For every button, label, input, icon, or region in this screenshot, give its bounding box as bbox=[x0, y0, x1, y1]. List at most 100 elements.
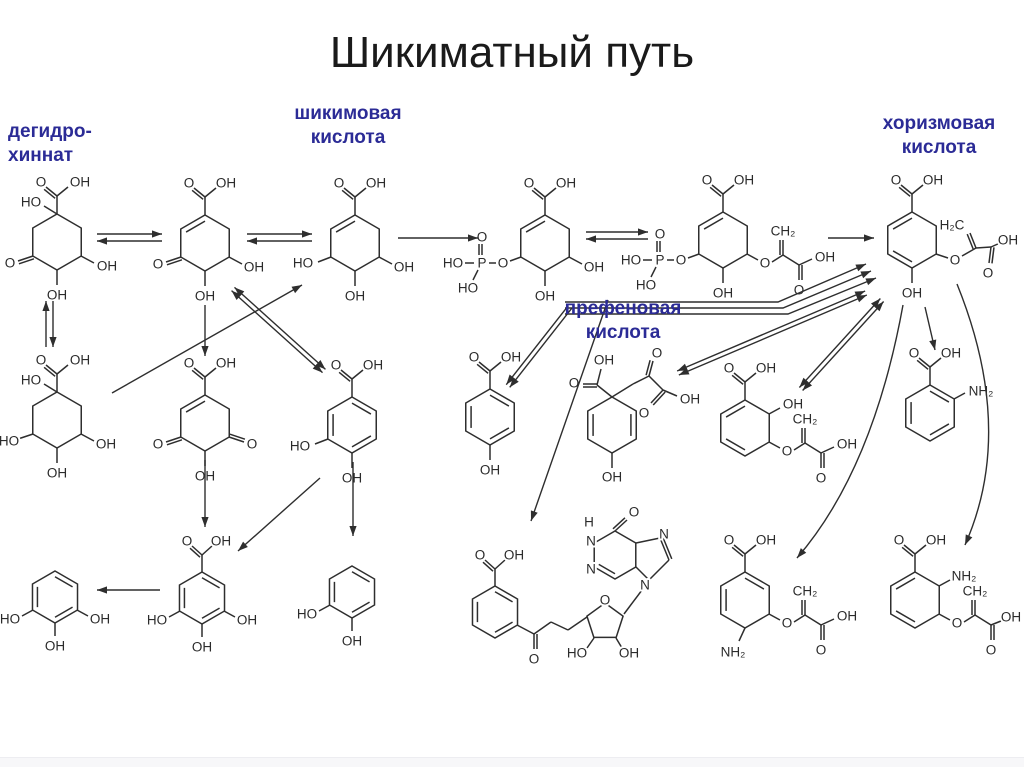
atom-label: O bbox=[950, 253, 961, 268]
label-line: префеновая bbox=[564, 298, 682, 319]
pathway-arrow bbox=[247, 237, 312, 245]
atom-label: OH bbox=[837, 437, 857, 452]
atom-label: OH bbox=[47, 466, 67, 481]
atom-label: O bbox=[816, 471, 827, 486]
pathway-arrow bbox=[97, 237, 162, 245]
atom-label: O bbox=[469, 350, 480, 365]
label-line: кислота bbox=[901, 137, 977, 158]
atom-label: OH bbox=[97, 259, 117, 274]
atom-label: OH bbox=[902, 286, 922, 301]
pathway-arrow bbox=[97, 230, 162, 238]
pathway-arrow bbox=[201, 305, 209, 356]
atom-label: O bbox=[529, 652, 540, 667]
atom-label: O bbox=[894, 533, 905, 548]
atom-label: O bbox=[184, 356, 195, 371]
pathway-arrow bbox=[247, 230, 312, 238]
label-line: дегидро- bbox=[8, 121, 92, 142]
pathway-arrow bbox=[505, 305, 573, 388]
atom-label: OH bbox=[363, 358, 383, 373]
atom-label: O bbox=[782, 444, 793, 459]
atom-label: O bbox=[475, 548, 486, 563]
atom-label: OH bbox=[815, 250, 835, 265]
atom-label: OH bbox=[594, 353, 614, 368]
atom-label: OH bbox=[926, 533, 946, 548]
atom-label: O bbox=[676, 253, 687, 268]
atom-label: O bbox=[891, 173, 902, 188]
atom-label: O bbox=[629, 505, 640, 520]
pathway-arrow bbox=[676, 290, 868, 376]
atom-label: OH bbox=[501, 350, 521, 365]
atom-label: CH₂ bbox=[793, 584, 818, 599]
atom-label: O bbox=[498, 256, 509, 271]
atom-label: OH bbox=[70, 175, 90, 190]
atom-label: O bbox=[724, 533, 735, 548]
pathway-arrow bbox=[231, 286, 326, 374]
atom-label: OH bbox=[535, 289, 555, 304]
atom-label: OH bbox=[556, 176, 576, 191]
atom-label: O bbox=[639, 406, 650, 421]
pathway-arrow bbox=[42, 301, 50, 347]
atom-label: HO bbox=[567, 646, 587, 661]
atom-label: HO bbox=[621, 253, 641, 268]
atom-label: OH bbox=[216, 176, 236, 191]
atom-label: O bbox=[5, 256, 16, 271]
pathway-arrow bbox=[798, 298, 885, 391]
atom-label: OH bbox=[366, 176, 386, 191]
pathway-arrow bbox=[828, 234, 874, 242]
atom-label: O bbox=[983, 266, 994, 281]
atom-label: O bbox=[334, 176, 345, 191]
atom-label: O bbox=[702, 173, 713, 188]
atom-label: OH bbox=[998, 233, 1018, 248]
atom-label: OH bbox=[195, 289, 215, 304]
atom-label: O bbox=[247, 437, 258, 452]
atom-label: P bbox=[655, 253, 664, 268]
atom-label: O bbox=[986, 643, 997, 658]
atom-label: OH bbox=[504, 548, 524, 563]
atom-label: O bbox=[36, 175, 47, 190]
atom-label: HO bbox=[297, 607, 317, 622]
atom-label: OH bbox=[480, 463, 500, 478]
atom-label: H₂C bbox=[940, 218, 965, 233]
atom-label: OH bbox=[345, 289, 365, 304]
atom-label: O bbox=[36, 353, 47, 368]
atom-label: O bbox=[600, 593, 611, 608]
atom-label: OH bbox=[756, 361, 776, 376]
pathway-arrow bbox=[530, 299, 609, 522]
atom-label: HO bbox=[147, 613, 167, 628]
pathway-arrow bbox=[49, 301, 57, 347]
atom-label: OH bbox=[756, 533, 776, 548]
atom-label: O bbox=[816, 643, 827, 658]
atom-label: OH bbox=[90, 612, 110, 627]
atom-label: HO bbox=[21, 373, 41, 388]
label-line: шикимовая bbox=[294, 103, 402, 124]
pathway-arrow bbox=[201, 460, 209, 527]
atom-label: OH bbox=[244, 260, 264, 275]
pathway-arrow bbox=[924, 306, 937, 351]
atom-label: OH bbox=[584, 260, 604, 275]
atom-label: O bbox=[182, 534, 193, 549]
pathway-arrow bbox=[565, 270, 872, 309]
atom-label: OH bbox=[941, 346, 961, 361]
atom-label: HO bbox=[636, 278, 656, 293]
atom-label: P bbox=[477, 256, 486, 271]
atom-label: CH₂ bbox=[963, 584, 988, 599]
atom-label: O bbox=[153, 257, 164, 272]
atom-label: OH bbox=[394, 260, 414, 275]
